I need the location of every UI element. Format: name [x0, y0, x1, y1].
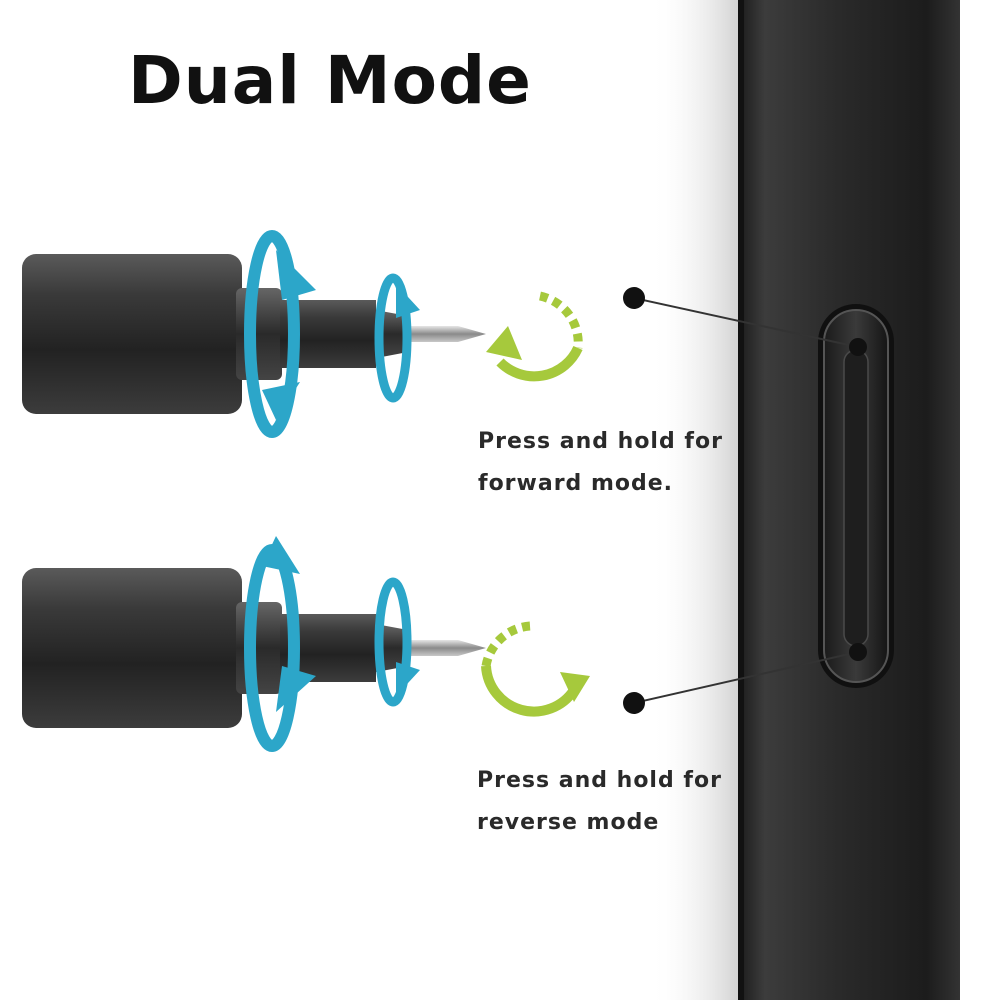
reverse-caption-line-2: reverse mode	[477, 810, 660, 835]
rotation-arrow-large-icon	[244, 536, 316, 752]
pointer-forward	[623, 287, 867, 356]
page-title: Dual Mode	[128, 42, 532, 119]
clockwise-arrow-icon	[486, 291, 583, 382]
handle-shadow	[650, 0, 742, 1000]
forward-mode-caption: Press and hold for forward mode.	[478, 421, 723, 505]
counterclockwise-arrow-icon	[481, 621, 590, 717]
screwdriver-handle	[738, 0, 960, 1000]
reverse-mode-caption: Press and hold for reverse mode	[477, 760, 722, 844]
forward-caption-line-1: Press and hold for	[478, 429, 723, 454]
rotation-arrow-large-icon	[244, 230, 316, 438]
mode-switch	[818, 304, 894, 688]
forward-caption-line-2: forward mode.	[478, 471, 674, 496]
reverse-caption-line-1: Press and hold for	[477, 768, 722, 793]
rotation-arrow-small-icon	[374, 577, 420, 707]
screwdriver-reverse	[22, 536, 590, 752]
screwdriver-forward	[22, 230, 583, 438]
pointer-reverse	[623, 643, 867, 714]
rotation-arrow-small-icon	[374, 273, 420, 403]
